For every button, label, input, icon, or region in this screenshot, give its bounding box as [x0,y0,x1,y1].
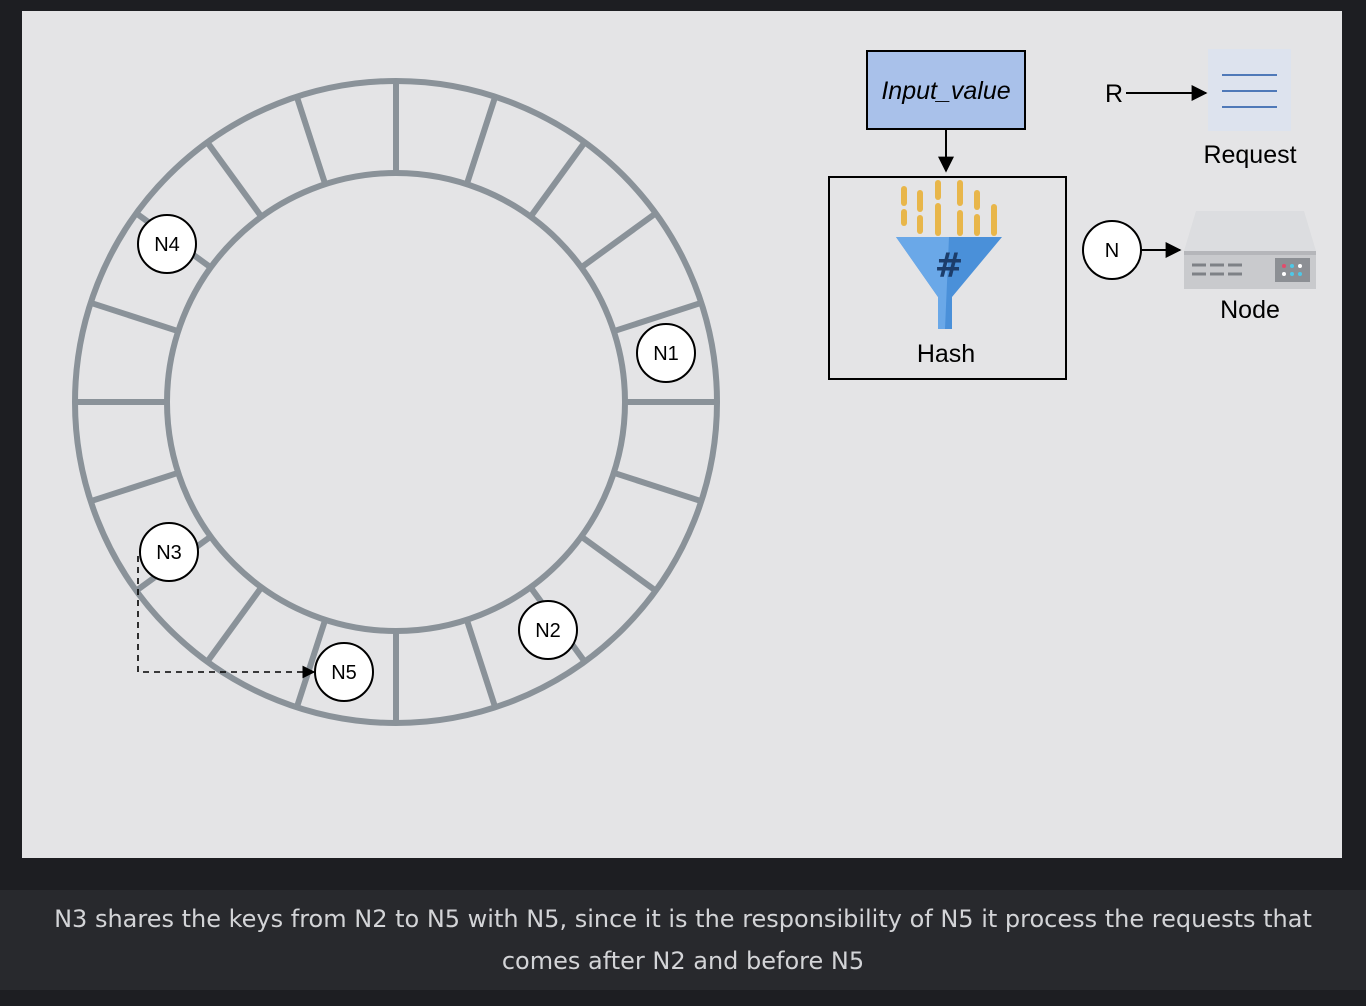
ring-segment-divider [612,299,703,335]
ring-segment-divider [463,95,499,186]
node-n2: N2 [518,600,578,660]
request-label: Request [1203,141,1296,169]
legend-node: N [1082,211,1316,324]
ring-segment-divider [528,140,588,219]
node-n5-label: N5 [331,662,357,684]
ring-segment-divider [89,299,180,335]
node-symbol: N [1105,240,1119,262]
n3-to-n5-arrow [137,556,316,679]
ring-segment-divider [612,469,703,505]
ring-segment-divider [579,534,658,594]
ring-inner [164,170,628,634]
hash-ring [72,78,720,726]
svg-text:#: # [935,246,964,286]
request-symbol: R [1105,80,1123,108]
figure-caption: N3 shares the keys from N2 to N5 with N5… [54,905,1312,975]
ring-outer [72,78,720,726]
ring-segment-divider [204,140,264,219]
legend-request: R Request [1105,49,1297,169]
ring-segment-divider [293,95,329,186]
node-n3: N3 [139,522,199,582]
ring-segment-divider [89,469,180,505]
node-n4: N4 [137,214,197,274]
node-n1: N1 [636,323,696,383]
caption-bar: N3 shares the keys from N2 to N5 with N5… [0,890,1366,990]
node-n5: N5 [314,642,374,702]
node-n4-label: N4 [154,234,180,256]
ring-segment-divider [579,210,658,270]
node-n2-label: N2 [535,620,561,642]
input-value-label: Input_value [881,77,1010,105]
input-value-box [866,50,1026,130]
ring-segment-divider [204,585,264,664]
ring-segment-divider [463,618,499,709]
diagram-canvas: N4 N1 N3 N2 N5 Input_value [22,11,1342,858]
request-document-icon [1208,49,1291,131]
hash-box [828,176,1067,380]
ring-segments [75,81,717,723]
legend-hash: Input_value # [828,50,1067,380]
node-n3-label: N3 [156,542,182,564]
node-n1-label: N1 [653,343,679,365]
consistent-hash-diagram: N4 N1 N3 N2 N5 Input_value [72,49,1316,726]
hash-label: Hash [917,340,975,368]
hash-funnel-icon: # [896,180,1002,329]
server-icon [1184,211,1316,289]
ring-segment-divider [293,618,329,709]
node-label: Node [1220,296,1280,324]
